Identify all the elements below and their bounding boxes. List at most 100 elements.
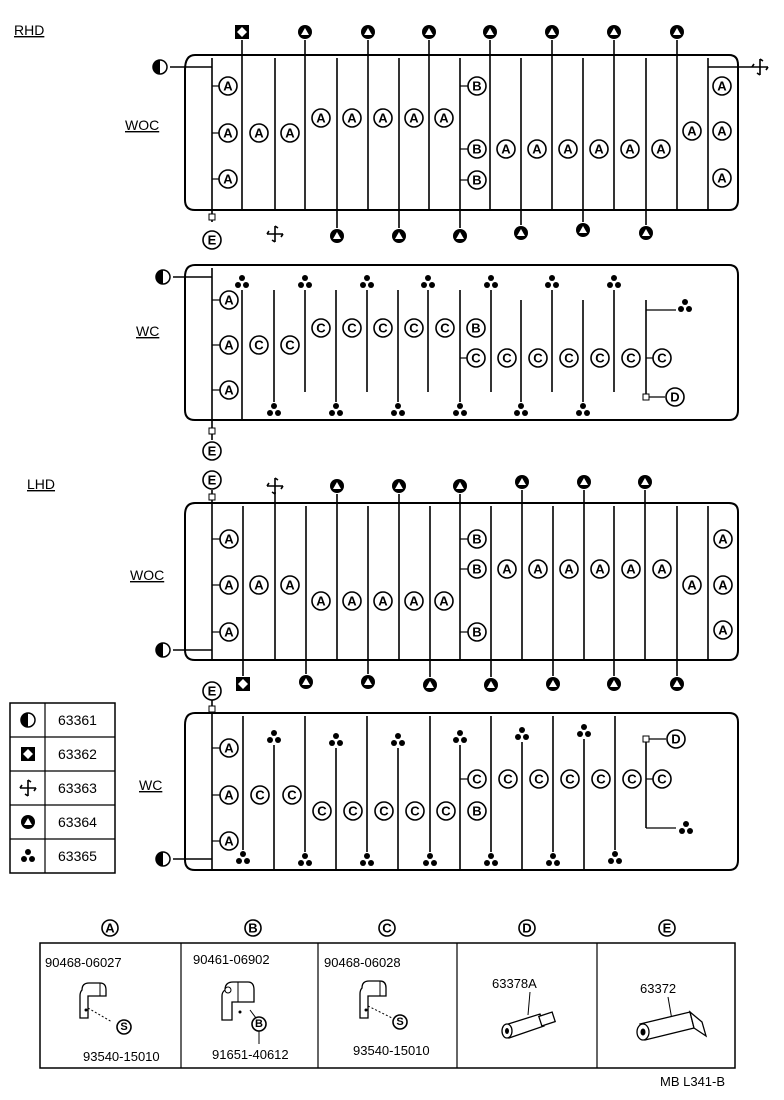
svg-text:A: A: [717, 124, 727, 139]
half-circle-icon: [20, 712, 36, 728]
legend-table: 63361 63362 63363 63364 63365: [9, 702, 116, 874]
svg-text:C: C: [316, 321, 326, 336]
svg-text:C: C: [472, 772, 482, 787]
circle-triangle-icon: [21, 815, 35, 829]
part-b-header: B: [248, 921, 257, 936]
svg-text:E: E: [208, 684, 217, 699]
frame-lhd-woc: [184, 502, 739, 661]
svg-text:B: B: [471, 321, 480, 336]
svg-text:C: C: [379, 804, 389, 819]
svg-text:A: A: [378, 111, 388, 126]
part-c-header: C: [382, 921, 392, 936]
part-b-bottom-number: 91651-40612: [212, 1047, 289, 1062]
svg-text:E: E: [208, 233, 217, 248]
part-a-top-number: 90468-06027: [45, 955, 122, 970]
svg-text:A: A: [717, 171, 727, 186]
legend-part-4: 63364: [58, 814, 97, 830]
legend-part-5: 63365: [58, 848, 97, 864]
svg-text:A: A: [347, 594, 357, 609]
svg-text:E: E: [208, 473, 217, 488]
frame-rhd-woc: [184, 54, 739, 211]
svg-text:C: C: [255, 788, 265, 803]
svg-text:C: C: [565, 772, 575, 787]
parts-table: A B C D E 90468-06027 S 93540-15010 9046…: [39, 919, 736, 1069]
square-diamond-icon: [21, 747, 35, 761]
svg-text:B: B: [472, 79, 481, 94]
part-e-header: E: [663, 921, 672, 936]
grommet-d-icon: [501, 1011, 557, 1039]
part-a-header: A: [105, 921, 115, 936]
svg-text:A: A: [718, 578, 728, 593]
svg-text:E: E: [208, 444, 217, 459]
svg-text:A: A: [224, 383, 234, 398]
svg-text:A: A: [595, 562, 605, 577]
rhd-wc-wiring: A A A C C C C C C C B C C C C C C C D E: [155, 268, 692, 461]
svg-text:C: C: [410, 804, 420, 819]
svg-text:A: A: [254, 126, 264, 141]
svg-text:A: A: [717, 79, 727, 94]
part-e-number: 63372: [640, 981, 676, 996]
svg-text:A: A: [224, 532, 234, 547]
part-d-header: D: [522, 921, 531, 936]
woc-label-rhd: WOC: [125, 117, 159, 133]
svg-text:D: D: [670, 390, 679, 405]
svg-text:A: A: [224, 741, 234, 756]
svg-text:A: A: [224, 338, 234, 353]
legend-part-3: 63363: [58, 780, 97, 796]
lhd-label: LHD: [27, 476, 55, 492]
svg-text:A: A: [347, 111, 357, 126]
svg-text:A: A: [224, 788, 234, 803]
svg-text:A: A: [285, 578, 295, 593]
svg-text:A: A: [224, 834, 234, 849]
svg-text:C: C: [657, 351, 667, 366]
svg-text:A: A: [223, 79, 233, 94]
legend-part-1: 63361: [58, 712, 97, 728]
svg-text:C: C: [317, 804, 327, 819]
grommet-e-icon: [636, 1010, 708, 1041]
svg-text:C: C: [503, 772, 513, 787]
clip-c-icon: [359, 980, 393, 1019]
svg-text:A: A: [285, 126, 295, 141]
svg-text:A: A: [687, 578, 697, 593]
wc-label-rhd: WC: [136, 323, 159, 339]
svg-text:A: A: [224, 293, 234, 308]
svg-text:A: A: [409, 111, 419, 126]
svg-text:A: A: [439, 594, 449, 609]
part-a-sub: S: [120, 1021, 127, 1033]
svg-text:B: B: [472, 142, 481, 157]
svg-text:C: C: [595, 351, 605, 366]
svg-text:A: A: [687, 124, 697, 139]
part-d-number: 63378A: [492, 976, 537, 991]
svg-text:A: A: [223, 172, 233, 187]
svg-text:A: A: [502, 562, 512, 577]
svg-text:C: C: [378, 321, 388, 336]
footer-code: MB L341-B: [660, 1074, 725, 1089]
svg-text:A: A: [563, 142, 573, 157]
part-c-sub: S: [396, 1016, 403, 1028]
svg-text:A: A: [718, 623, 728, 638]
svg-text:B: B: [472, 532, 481, 547]
svg-text:C: C: [564, 351, 574, 366]
svg-text:A: A: [625, 142, 635, 157]
lhd-woc-wiring: E A A A A A A A A A A B B B A A A A A A …: [155, 470, 733, 692]
svg-text:C: C: [471, 351, 481, 366]
svg-text:C: C: [347, 321, 357, 336]
part-c-top-number: 90468-06028: [324, 955, 401, 970]
part-b-top-number: 90461-06902: [193, 952, 270, 967]
svg-text:A: A: [254, 578, 264, 593]
svg-text:C: C: [409, 321, 419, 336]
svg-text:A: A: [626, 562, 636, 577]
svg-text:C: C: [626, 351, 636, 366]
svg-text:C: C: [441, 804, 451, 819]
lhd-wc-wiring: E A A A C C C C C C C B C C C C C C C D: [155, 681, 693, 870]
frame-rhd-wc: [184, 264, 739, 421]
svg-text:A: A: [501, 142, 511, 157]
svg-text:A: A: [223, 126, 233, 141]
svg-text:C: C: [534, 772, 544, 787]
svg-text:A: A: [316, 594, 326, 609]
svg-text:C: C: [348, 804, 358, 819]
svg-text:C: C: [657, 772, 667, 787]
svg-text:A: A: [564, 562, 574, 577]
svg-text:C: C: [502, 351, 512, 366]
